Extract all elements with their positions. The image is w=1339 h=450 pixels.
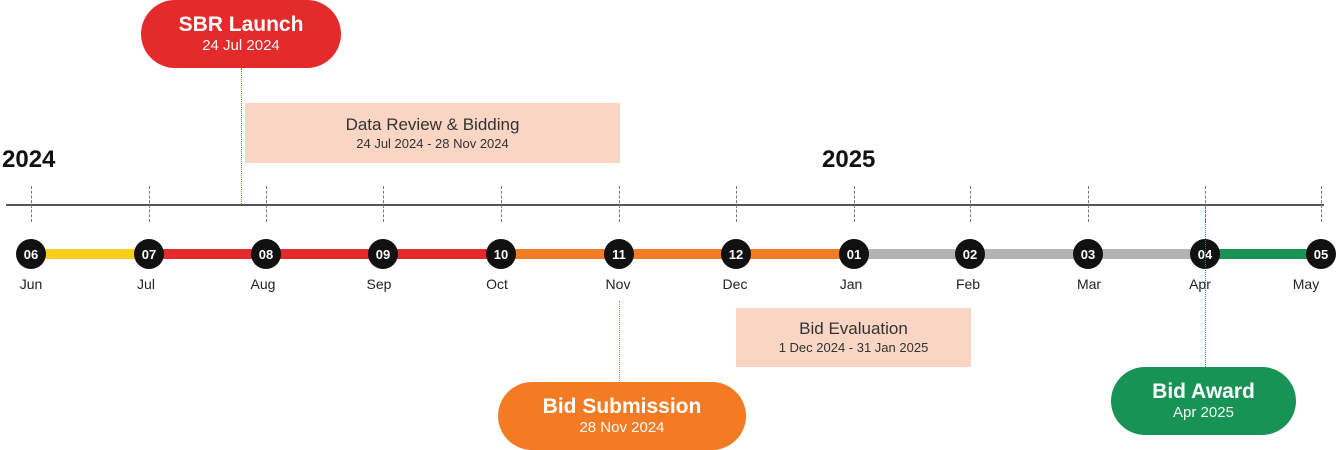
bid-award-milestone: Bid Award Apr 2025 bbox=[1111, 367, 1296, 435]
tick-jan bbox=[854, 186, 855, 222]
month-label-may: May bbox=[1292, 276, 1320, 292]
bid-submission-connector bbox=[619, 301, 620, 383]
month-node-dec: 12 bbox=[721, 239, 751, 269]
data-review-title: Data Review & Bidding bbox=[345, 114, 520, 134]
month-node-may: 05 bbox=[1306, 239, 1336, 269]
bid-award-title: Bid Award bbox=[1152, 380, 1255, 403]
bid-evaluation-dates: 1 Dec 2024 - 31 Jan 2025 bbox=[778, 340, 929, 355]
sbr-launch-date: 24 Jul 2024 bbox=[202, 37, 280, 54]
month-label-feb: Feb bbox=[955, 276, 981, 292]
month-label-apr: Apr bbox=[1189, 276, 1211, 292]
segment-oct-jan bbox=[501, 249, 854, 259]
month-label-mar: Mar bbox=[1076, 276, 1102, 292]
tick-aug bbox=[266, 186, 267, 222]
sbr-launch-connector bbox=[241, 68, 242, 204]
segment-apr-may bbox=[1205, 249, 1321, 259]
year-2025: 2025 bbox=[822, 146, 876, 173]
tick-mar bbox=[1088, 186, 1089, 222]
segment-jun-jul bbox=[31, 249, 149, 259]
month-label-jul: Jul bbox=[137, 276, 155, 292]
timeline-axis bbox=[6, 204, 1324, 206]
tick-sep bbox=[383, 186, 384, 222]
month-label-sep: Sep bbox=[366, 276, 392, 292]
bid-submission-milestone: Bid Submission 28 Nov 2024 bbox=[498, 382, 746, 450]
data-review-phase: Data Review & Bidding 24 Jul 2024 - 28 N… bbox=[245, 103, 620, 163]
tick-may bbox=[1321, 186, 1322, 222]
bid-submission-date: 28 Nov 2024 bbox=[579, 419, 665, 436]
tick-apr bbox=[1205, 186, 1206, 222]
tick-oct bbox=[501, 186, 502, 222]
sbr-launch-milestone: SBR Launch 24 Jul 2024 bbox=[141, 0, 341, 68]
bid-evaluation-title: Bid Evaluation bbox=[799, 319, 908, 338]
tick-dec bbox=[736, 186, 737, 222]
bid-award-connector bbox=[1205, 206, 1206, 369]
tick-feb bbox=[970, 186, 971, 222]
month-label-nov: Nov bbox=[605, 276, 631, 292]
month-node-sep: 09 bbox=[368, 239, 398, 269]
month-node-nov: 11 bbox=[604, 239, 634, 269]
segment-jan-apr bbox=[854, 249, 1205, 259]
month-label-jun: Jun bbox=[19, 276, 43, 292]
month-label-jan: Jan bbox=[839, 276, 863, 292]
month-label-dec: Dec bbox=[722, 276, 748, 292]
month-node-aug: 08 bbox=[251, 239, 281, 269]
month-label-aug: Aug bbox=[250, 276, 276, 292]
sbr-launch-title: SBR Launch bbox=[178, 13, 304, 36]
month-node-feb: 02 bbox=[955, 239, 985, 269]
data-review-dates: 24 Jul 2024 - 28 Nov 2024 bbox=[356, 135, 509, 151]
tick-jun bbox=[31, 186, 32, 222]
month-label-oct: Oct bbox=[486, 276, 508, 292]
month-node-mar: 03 bbox=[1073, 239, 1103, 269]
month-node-jul: 07 bbox=[134, 239, 164, 269]
bid-award-date: Apr 2025 bbox=[1173, 404, 1234, 421]
month-node-jan: 01 bbox=[839, 239, 869, 269]
month-node-jun: 06 bbox=[16, 239, 46, 269]
bid-evaluation-phase: Bid Evaluation 1 Dec 2024 - 31 Jan 2025 bbox=[736, 308, 971, 367]
segment-jul-oct bbox=[149, 249, 501, 259]
month-node-oct: 10 bbox=[486, 239, 516, 269]
bid-submission-title: Bid Submission bbox=[542, 395, 702, 418]
year-2024: 2024 bbox=[2, 146, 56, 173]
tick-jul bbox=[149, 186, 150, 222]
tick-nov bbox=[619, 186, 620, 222]
